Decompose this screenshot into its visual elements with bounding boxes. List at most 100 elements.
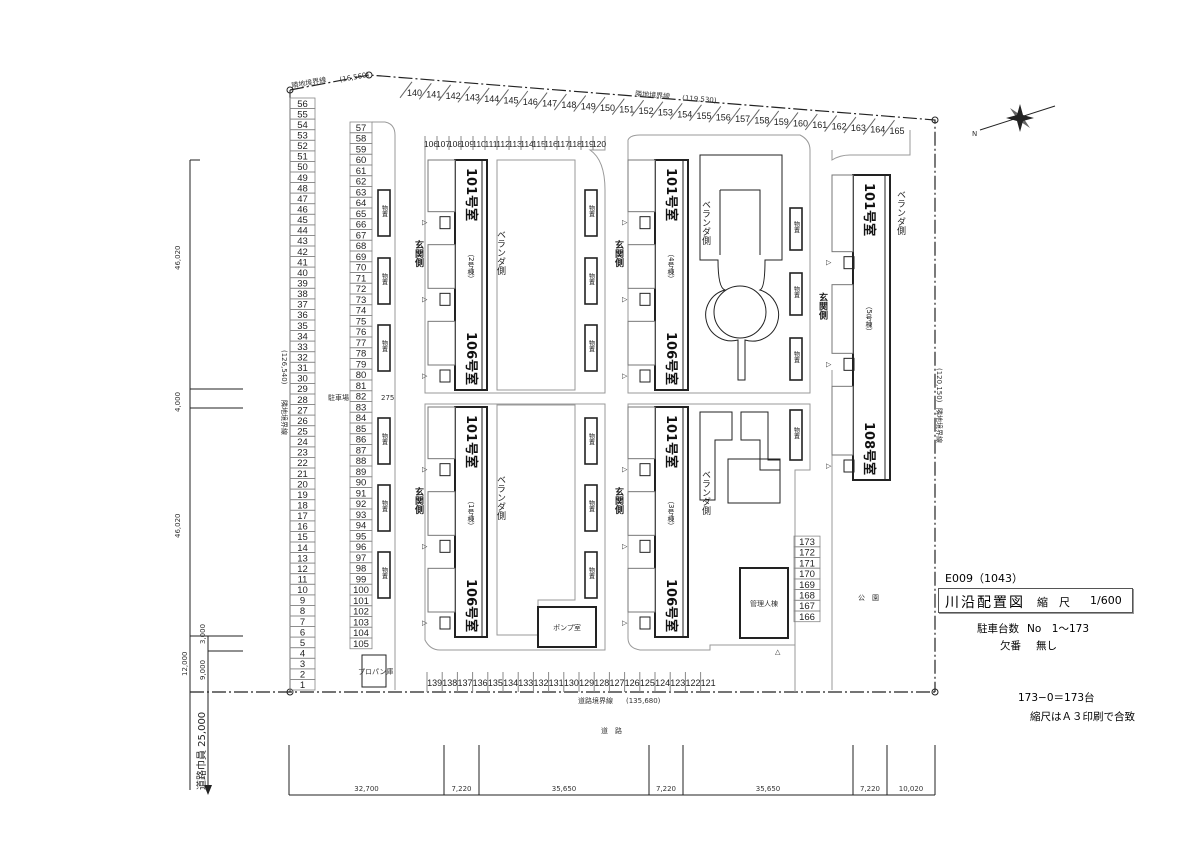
- park-label: 公 園: [858, 594, 879, 602]
- svg-text:50: 50: [297, 162, 308, 173]
- entrance-marker-icon: △: [775, 648, 781, 656]
- parking-space-90: 90: [349, 476, 373, 489]
- svg-text:153: 153: [658, 108, 673, 118]
- svg-text:59: 59: [356, 144, 367, 155]
- svg-text:167: 167: [799, 601, 815, 612]
- svg-text:106: 106: [424, 139, 438, 149]
- svg-text:129: 129: [579, 678, 594, 688]
- svg-text:128: 128: [594, 678, 609, 688]
- parking-space-56: 56: [289, 97, 316, 110]
- parking-space-45: 45: [289, 213, 316, 226]
- parking-space-39: 39: [289, 277, 316, 290]
- parking-space-42: 42: [289, 245, 316, 258]
- svg-text:11: 11: [298, 575, 308, 586]
- parking-space-111: 111: [484, 136, 498, 150]
- svg-text:38: 38: [297, 289, 308, 300]
- parking-space-113: 113: [508, 136, 522, 150]
- svg-text:117: 117: [556, 139, 570, 149]
- parking-count-value: No 1～173: [1027, 623, 1090, 635]
- parking-space-71: 71: [349, 272, 373, 284]
- pump-room: [537, 606, 597, 648]
- svg-text:70: 70: [356, 263, 367, 274]
- svg-text:29: 29: [297, 384, 308, 395]
- parking-space-37: 37: [289, 298, 316, 311]
- parking-space-84: 84: [349, 411, 373, 424]
- parking-space-26: 26: [289, 414, 316, 427]
- parking-space-54: 54: [289, 118, 316, 131]
- parking-space-34: 34: [289, 330, 316, 342]
- room-label-top: 101号室: [663, 415, 679, 468]
- dim-left-2: 4,000: [174, 392, 182, 412]
- parking-space-135: 135: [487, 672, 503, 692]
- svg-text:127: 127: [609, 678, 624, 688]
- parking-space-167: 167: [793, 599, 821, 612]
- drawing-title: 川沿配置図: [945, 595, 1025, 611]
- svg-text:物置: 物置: [381, 272, 388, 285]
- pump-room-label: ポンプ室: [553, 623, 581, 632]
- title-block: [938, 588, 1133, 613]
- dim-bottom-label: 35,650: [756, 785, 781, 793]
- central-courtyard: [699, 154, 783, 504]
- svg-text:▷: ▷: [622, 619, 628, 627]
- parking-space-166: 166: [793, 610, 821, 623]
- parking-space-24: 24: [289, 435, 316, 448]
- svg-text:40: 40: [297, 268, 308, 279]
- parking-space-169: 169: [793, 578, 821, 591]
- svg-text:98: 98: [356, 564, 367, 575]
- svg-text:▷: ▷: [422, 542, 428, 550]
- parking-space-115: 115: [532, 136, 546, 150]
- room-label-bottom: 106号室: [463, 332, 479, 385]
- svg-text:104: 104: [353, 628, 369, 639]
- svg-text:10: 10: [297, 585, 308, 596]
- svg-text:94: 94: [356, 521, 367, 532]
- svg-text:86: 86: [356, 435, 367, 446]
- svg-text:89: 89: [356, 467, 367, 478]
- svg-text:物置: 物置: [793, 285, 800, 298]
- svg-text:119: 119: [580, 139, 594, 149]
- svg-text:23: 23: [297, 448, 308, 459]
- parking-space-171: 171: [793, 557, 821, 569]
- parking-lot-number: 275: [381, 394, 394, 402]
- veranda-side-label: ベランダ側: [700, 470, 711, 515]
- parking-space-35: 35: [289, 319, 316, 332]
- svg-text:1: 1: [300, 680, 305, 691]
- svg-text:18: 18: [297, 501, 308, 512]
- parking-space-108: 108: [448, 136, 462, 150]
- parking-space-114: 114: [520, 136, 534, 150]
- svg-text:145: 145: [504, 95, 519, 105]
- svg-text:142: 142: [446, 91, 461, 101]
- storage-shed: 物置: [584, 257, 598, 305]
- svg-text:85: 85: [356, 424, 367, 435]
- point-top-right: (119,530): [682, 94, 717, 105]
- neighbor-boundary-label-left: 隣地境界線: [280, 400, 289, 435]
- storage-shed: 物置: [377, 189, 391, 237]
- parking-space-138: 138: [441, 672, 457, 692]
- parking-space-148: 148: [554, 93, 576, 111]
- parking-space-47: 47: [289, 192, 316, 205]
- svg-text:55: 55: [297, 109, 308, 120]
- svg-text:81: 81: [356, 381, 367, 392]
- svg-text:73: 73: [356, 295, 367, 306]
- road-boundary-label: 道路境界線: [578, 696, 613, 705]
- veranda-side-label: ベランダ側: [495, 230, 506, 275]
- svg-text:154: 154: [677, 109, 692, 119]
- parking-space-13: 13: [289, 552, 316, 564]
- storage-shed: 物置: [377, 257, 391, 305]
- svg-text:101: 101: [353, 596, 369, 607]
- svg-text:131: 131: [549, 678, 564, 688]
- parking-space-100: 100: [349, 583, 373, 596]
- svg-text:物置: 物置: [381, 339, 388, 352]
- svg-text:12: 12: [297, 564, 308, 575]
- parking-space-94: 94: [349, 519, 373, 532]
- parking-space-70: 70: [349, 261, 373, 274]
- svg-text:46: 46: [297, 205, 308, 216]
- point-road: (135,680): [626, 697, 661, 705]
- parking-space-49: 49: [289, 171, 316, 184]
- svg-text:44: 44: [297, 226, 308, 237]
- svg-text:69: 69: [356, 252, 367, 263]
- parking-space-23: 23: [289, 446, 316, 459]
- parking-space-101: 101: [349, 594, 373, 607]
- dim-bottom-label: 7,220: [860, 785, 880, 793]
